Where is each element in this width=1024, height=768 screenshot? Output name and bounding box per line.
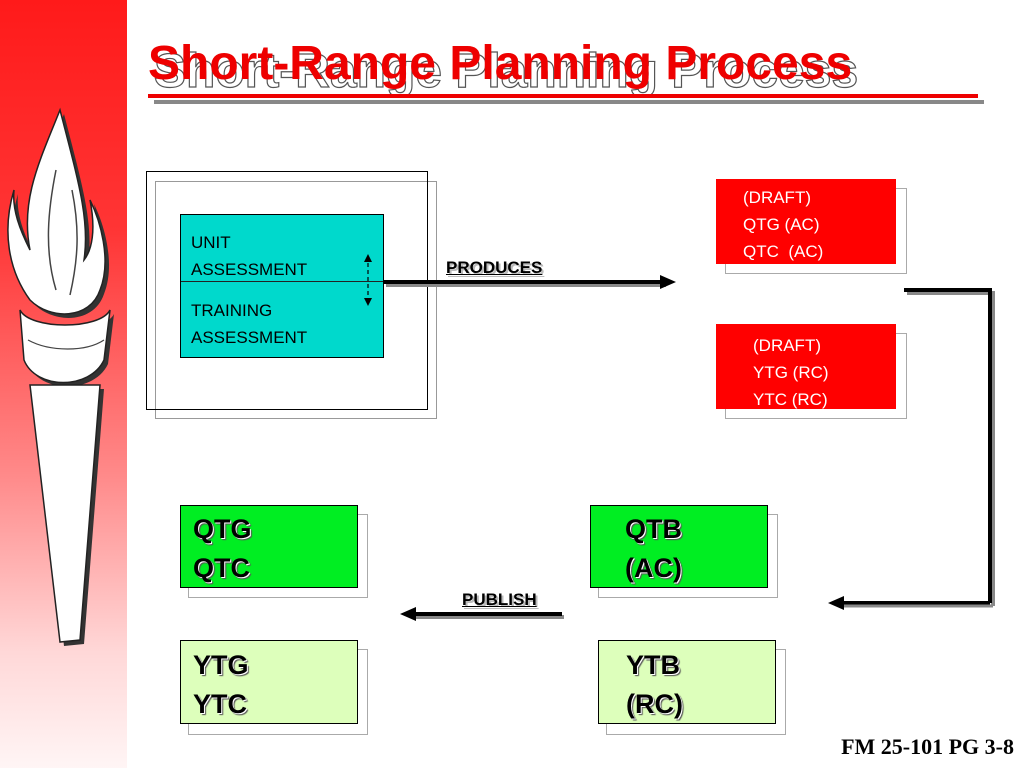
draft-rc-line-3: YTC (RC) — [753, 390, 828, 409]
draft-ac-line-3: QTC (AC) — [743, 242, 824, 261]
publish-arrow — [400, 607, 564, 621]
qtc-line: QTC — [193, 553, 250, 583]
assessment-line-1: UNIT — [191, 233, 231, 252]
torch-icon — [7, 107, 114, 646]
produces-label: PRODUCES — [446, 258, 543, 277]
ytg-line: YTG — [193, 650, 249, 680]
page-title-shadow: Short-Range Planning Process — [153, 44, 859, 98]
draft-rc-box: (DRAFT) YTG (RC) YTC (RC) — [716, 324, 896, 409]
assessment-box: UNIT ASSESSMENT TRAINING ASSESSMENT — [180, 214, 384, 358]
footer-reference: FM 25-101 PG 3-8 — [841, 734, 1014, 759]
qtg-qtc-box: QTG QTC — [180, 505, 358, 588]
flow-bracket — [828, 288, 995, 610]
draft-rc-line-1: (DRAFT) — [753, 336, 821, 355]
ytc-line: YTC — [193, 689, 247, 719]
assessment-line-3: TRAINING — [191, 301, 273, 320]
qtb-ac-line: (AC) — [625, 553, 682, 583]
assessment-frame-shadow — [155, 181, 437, 419]
draft-ac-line-2: QTG (AC) — [743, 215, 820, 234]
produces-arrow — [384, 275, 676, 289]
qtg-line: QTG — [193, 514, 252, 544]
title-area: Short-Range Planning Process Short-Range… — [148, 34, 984, 104]
ytb-line: YTB — [626, 650, 680, 680]
ytg-ytc-box: YTG YTC — [180, 640, 358, 724]
ytb-rc-line: (RC) — [626, 689, 683, 719]
draft-ac-line-1: (DRAFT) — [743, 188, 811, 207]
assessment-frame — [146, 171, 428, 410]
ytb-rc-box: YTB (RC) — [598, 640, 776, 724]
up-down-arrow-icon — [364, 254, 372, 306]
draft-ac-box: (DRAFT) QTG (AC) QTC (AC) — [716, 179, 896, 264]
title-underline — [148, 94, 978, 98]
assessment-line-4: ASSESSMENT — [191, 328, 308, 347]
assessment-line-2: ASSESSMENT — [191, 260, 308, 279]
draft-rc-line-2: YTG (RC) — [753, 363, 829, 382]
qtb-line: QTB — [625, 514, 682, 544]
title-underline-shadow — [154, 100, 984, 104]
assessment-divider — [181, 281, 383, 282]
qtb-ac-box: QTB (AC) — [590, 505, 768, 588]
page-title: Short-Range Planning Process — [148, 37, 853, 90]
publish-label: PUBLISH — [462, 590, 537, 609]
